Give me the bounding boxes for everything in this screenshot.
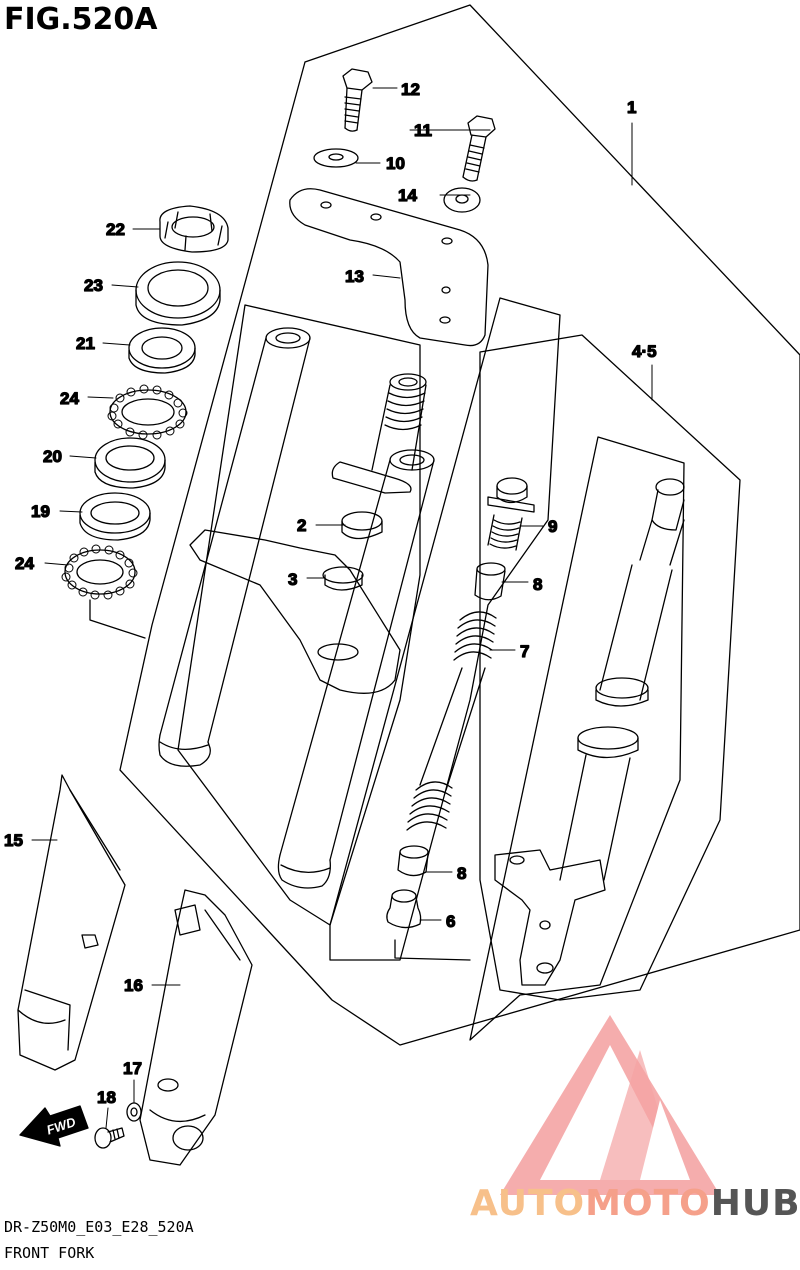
fork-guard-16 — [139, 889, 253, 1166]
fork-guard-15 — [17, 774, 126, 1071]
figure-code: DR-Z50M0_E03_E28_520A — [4, 1218, 194, 1236]
lower-bracket-2 — [331, 461, 412, 540]
oil-lock-piece-6 — [386, 889, 422, 929]
callout-17: 17 — [123, 1059, 142, 1078]
fwd-direction-arrow: FWD — [19, 1105, 89, 1147]
assembly-frame-inner-tube-2 — [469, 436, 685, 1041]
callout-22: 22 — [106, 220, 125, 239]
callout-21: 21 — [76, 334, 95, 353]
watermark-part-auto: AUTO — [470, 1183, 586, 1224]
ball-bearing-24-lower — [61, 544, 138, 600]
figure-name: FRONT FORK — [4, 1244, 95, 1262]
callout-13: 13 — [345, 267, 364, 286]
callout-24-lower: 24 — [15, 554, 34, 573]
bolt-12 — [342, 68, 373, 132]
spacer-8-lower — [397, 845, 429, 877]
bolt-11 — [462, 115, 496, 182]
watermark-logo-mark — [500, 1015, 720, 1195]
bearing-cup-23 — [135, 261, 221, 326]
spacer-8-upper — [474, 562, 506, 601]
callout-3: 3 — [288, 570, 297, 589]
handlebar-bracket-13 — [289, 188, 489, 347]
callout-20: 20 — [43, 447, 62, 466]
callout-labels: 1 2 3 4·5 6 7 8 8 9 10 11 12 13 14 15 16… — [3, 79, 657, 1107]
callout-2: 2 — [297, 516, 306, 535]
callout-18: 18 — [97, 1088, 116, 1107]
damper-group-bracket — [394, 939, 471, 961]
callout-7: 7 — [520, 642, 529, 661]
watermark-wordmark: AUTOMOTOHUB — [470, 1183, 800, 1224]
bearing-race-20 — [94, 437, 166, 489]
callout-24-upper: 24 — [60, 389, 79, 408]
callout-19: 19 — [31, 502, 50, 521]
damper-cap-9 — [487, 477, 535, 551]
ball-bearing-24-upper — [107, 384, 188, 440]
callout-16: 16 — [124, 976, 143, 995]
washer-17 — [126, 1102, 142, 1122]
inner-tube-4-5 — [494, 478, 685, 986]
washer-14 — [443, 187, 481, 213]
watermark-part-moto: MOTO — [585, 1183, 711, 1224]
callout-1: 1 — [627, 98, 636, 117]
steering-nut-22 — [159, 205, 229, 253]
callout-8-lower: 8 — [457, 864, 466, 883]
callout-8-upper: 8 — [533, 575, 542, 594]
assembly-frame-damper — [329, 297, 561, 961]
callout-23: 23 — [84, 276, 103, 295]
fork-spring-7 — [406, 611, 497, 831]
washer-10 — [313, 148, 359, 168]
dust-seal-21 — [128, 327, 196, 374]
bearing-race-19 — [79, 492, 151, 541]
callout-15: 15 — [4, 831, 23, 850]
watermark-part-hub: HUB — [710, 1183, 800, 1224]
lower-bracket-3 — [189, 529, 401, 694]
callout-12: 12 — [401, 80, 420, 99]
assembly-frame-outer — [119, 4, 800, 1046]
outer-tube-left — [158, 327, 311, 767]
callout-14: 14 — [398, 186, 417, 205]
callout-6: 6 — [446, 912, 455, 931]
leader-lines — [31, 87, 653, 1129]
screw-18 — [94, 1127, 125, 1149]
figure-title: FIG.520A — [4, 2, 158, 37]
callout-11: 11 — [414, 121, 432, 140]
bearing-group-bracket — [89, 599, 146, 639]
callout-10: 10 — [386, 154, 405, 173]
assembly-frame-inner-tube — [479, 334, 741, 1001]
callout-4-5: 4·5 — [632, 342, 657, 361]
callout-9: 9 — [548, 517, 557, 536]
outer-tube-center — [277, 449, 435, 889]
assembly-frame-tubes — [177, 304, 421, 926]
steering-stem-threads — [371, 373, 427, 471]
